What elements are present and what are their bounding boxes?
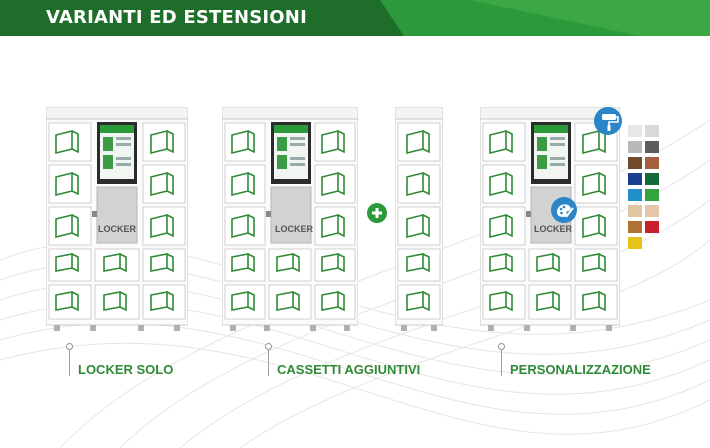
color-swatch [628, 157, 642, 169]
color-swatch [645, 157, 659, 169]
variant-label-personalizzazione: PERSONALIZZAZIONE [510, 362, 651, 377]
label-marker-line [69, 348, 70, 376]
label-marker-dot [498, 343, 505, 350]
color-swatch [645, 205, 659, 217]
color-swatch [645, 221, 659, 233]
color-swatch [645, 173, 659, 185]
header-banner [0, 0, 710, 36]
label-marker-line [501, 348, 502, 376]
color-swatch [645, 189, 659, 201]
variant-label-cassetti-aggiuntivi: CASSETTI AGGIUNTIVI [277, 362, 421, 377]
color-swatch-palette [628, 125, 664, 255]
locker-brand-text: LOCKER [534, 224, 572, 234]
plus-icon [366, 202, 388, 224]
color-swatch [628, 237, 642, 249]
locker-brand-text: LOCKER [98, 224, 136, 234]
color-swatch [645, 141, 659, 153]
color-swatch [628, 173, 642, 185]
color-swatch [628, 189, 642, 201]
color-swatch [628, 221, 642, 233]
variant-label-locker-solo: LOCKER SOLO [78, 362, 174, 377]
color-swatch [645, 125, 659, 137]
page-title: VARIANTI ED ESTENSIONI [46, 7, 307, 28]
locker-solo-cabinet [45, 106, 189, 340]
color-swatch [628, 205, 642, 217]
palette-icon [550, 196, 578, 224]
locker-brand-text: LOCKER [275, 224, 313, 234]
label-marker-line [268, 348, 269, 376]
color-swatch [628, 125, 642, 137]
color-swatch [628, 141, 642, 153]
label-marker-dot [66, 343, 73, 350]
cassetti-aggiuntivi-cabinet [221, 106, 359, 340]
paint-roller-icon [593, 106, 623, 136]
label-marker-dot [265, 343, 272, 350]
extension-cabinet [394, 106, 444, 340]
